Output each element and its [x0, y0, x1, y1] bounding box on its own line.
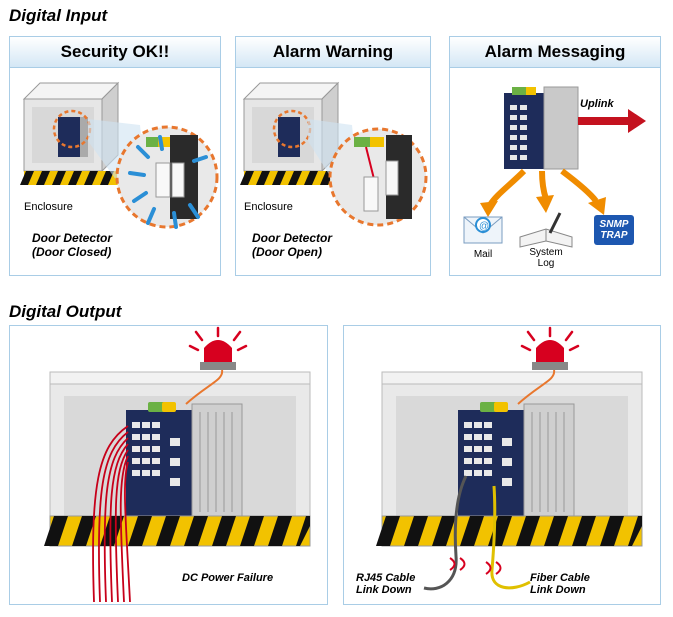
snmp-line2: TRAP: [600, 230, 628, 241]
system-log-line1: System: [529, 247, 563, 258]
system-log-line2: Log: [537, 258, 555, 269]
fiber-cable-label: Fiber Cable: [530, 572, 590, 584]
snmp-trap-icon: [594, 215, 634, 245]
mail-icon: @: [463, 216, 503, 244]
uplink-arrow-icon: [578, 109, 646, 133]
fiber-link-down-label: Link Down: [530, 584, 586, 596]
alarm-light-icon: [517, 326, 580, 405]
uplink-label: Uplink: [580, 98, 614, 110]
rj45-cable-label: RJ45 Cable: [356, 572, 416, 584]
door-open-illustration: [240, 81, 428, 227]
link-down-illustration: [376, 326, 643, 591]
digital-input-title: Digital Input: [9, 6, 108, 25]
door-detector-label: Door Detector: [32, 231, 113, 245]
snmp-line1: SNMP: [599, 219, 629, 230]
rj45-link-down-label: Link Down: [356, 584, 412, 596]
alarm-messaging-illustration: @: [463, 86, 646, 248]
alarm-messaging-header: Alarm Messaging: [450, 37, 660, 68]
door-closed-label: (Door Closed): [32, 245, 112, 259]
door-closed-illustration: [20, 81, 219, 229]
door-open-label: (Door Open): [252, 245, 322, 259]
alarm-light-icon: [185, 326, 248, 405]
dc-power-failure-panel: DC Power Failure: [9, 325, 328, 605]
enclosure-label: Enclosure: [24, 201, 73, 213]
mail-label: Mail: [473, 249, 493, 260]
system-log-icon: [519, 212, 573, 248]
door-detector-label: Door Detector: [252, 231, 333, 245]
svg-text:@: @: [479, 221, 489, 232]
security-ok-panel: Security OK!!: [9, 36, 221, 276]
digital-output-title: Digital Output: [9, 302, 122, 321]
alarm-messaging-panel: Alarm Messaging @: [449, 36, 661, 276]
enclosure-label: Enclosure: [244, 201, 293, 213]
dc-power-failure-illustration: [44, 326, 311, 603]
alarm-warning-header: Alarm Warning: [236, 37, 430, 68]
link-down-panel: RJ45 Cable Link Down Fiber Cable Link Do…: [343, 325, 661, 605]
security-ok-header: Security OK!!: [10, 37, 220, 68]
alarm-warning-panel: Alarm Warning Enclosure Door Detector (D…: [235, 36, 431, 276]
dc-power-failure-label: DC Power Failure: [182, 572, 274, 584]
